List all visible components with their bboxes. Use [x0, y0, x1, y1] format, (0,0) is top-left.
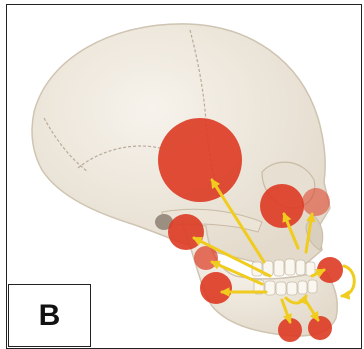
zone-temporal — [158, 118, 242, 202]
zone-tmj — [168, 214, 204, 250]
zone-orbital — [260, 184, 304, 228]
zone-angle — [200, 272, 232, 304]
panel-label: B — [8, 284, 91, 347]
arrow-curved-lip — [342, 266, 354, 296]
zone-chin-right — [308, 316, 332, 340]
zone-frontal-small — [302, 188, 330, 216]
